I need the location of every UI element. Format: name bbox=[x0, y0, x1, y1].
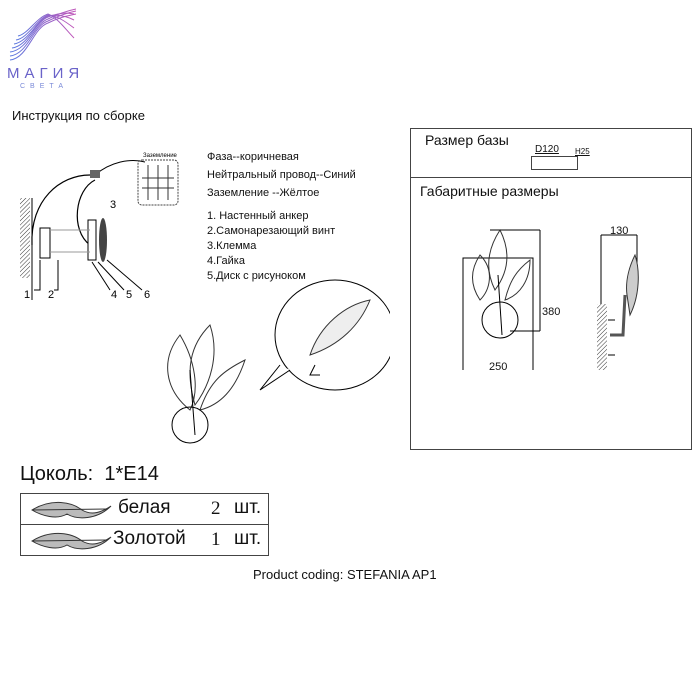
shade-qty: 1 bbox=[211, 529, 221, 550]
width-dimension: 250 bbox=[489, 361, 508, 373]
logo-wave-icon bbox=[9, 8, 77, 61]
base-height: H25 bbox=[575, 147, 590, 156]
callout-2: 2 bbox=[48, 289, 54, 301]
socket-info: Цоколь: 1*E14 bbox=[20, 463, 159, 486]
callout-3: 3 bbox=[110, 199, 116, 211]
shade-unit: шт. bbox=[234, 528, 262, 549]
height-dimension: 380 bbox=[542, 306, 561, 318]
callout-6: 6 bbox=[144, 289, 150, 301]
socket-label: Цоколь: bbox=[20, 463, 94, 485]
shades-table: белая 2 шт. Золотой 1 шт. bbox=[20, 493, 269, 556]
wire-color-ground: Заземление --Жёлтое bbox=[207, 187, 320, 199]
part-3: 3.Клемма bbox=[207, 240, 257, 252]
wire-color-legend: Фаза--коричневая Нейтральный провод--Син… bbox=[207, 150, 356, 284]
leaf-shade-icon bbox=[31, 502, 112, 519]
base-shape bbox=[531, 156, 578, 170]
logo-subtitle: СВЕТА bbox=[20, 83, 69, 90]
shade-color: белая bbox=[118, 497, 171, 518]
part-5: 5.Диск с рисуноком bbox=[207, 270, 306, 282]
depth-dimension: 130 bbox=[610, 225, 629, 237]
part-2: 2.Самонарезающий винт bbox=[207, 225, 336, 237]
dimensions-panel bbox=[410, 128, 692, 450]
callout-1: 1 bbox=[24, 289, 30, 301]
ground-label: Заземление bbox=[143, 153, 178, 159]
shade-color: Золотой bbox=[113, 528, 186, 549]
part-1: 1. Настенный анкер bbox=[207, 210, 309, 222]
shade-qty: 2 bbox=[211, 498, 221, 519]
overall-dimensions-label: Габаритные размеры bbox=[420, 183, 559, 199]
shade-row: белая 2 шт. bbox=[21, 494, 268, 525]
wire-color-neutral: Нейтральный провод--Синий bbox=[207, 169, 356, 181]
logo-name: МАГИЯ bbox=[7, 65, 85, 82]
part-4: 4.Гайка bbox=[207, 255, 245, 267]
product-coding: Product coding: STEFANIA AP1 bbox=[253, 567, 437, 582]
base-diameter: D120 bbox=[535, 144, 559, 155]
panel-divider bbox=[410, 177, 691, 178]
wiring-diagram: Заземление 1 2 3 4 5 6 bbox=[20, 153, 179, 301]
shade-row: Золотой 1 шт. bbox=[21, 525, 268, 555]
callout-4: 4 bbox=[111, 289, 117, 301]
leaf-shade-icon bbox=[31, 533, 112, 550]
wire-color-phase: Фаза--коричневая bbox=[207, 151, 299, 163]
lamp-assembly-illustration bbox=[167, 279, 390, 444]
page-title: Инструкция по сборке bbox=[12, 108, 145, 123]
callout-5: 5 bbox=[126, 289, 132, 301]
base-size-label: Размер базы bbox=[425, 132, 509, 148]
shade-unit: шт. bbox=[234, 497, 262, 518]
dimension-drawings bbox=[462, 228, 639, 370]
socket-value: 1*E14 bbox=[104, 463, 159, 485]
